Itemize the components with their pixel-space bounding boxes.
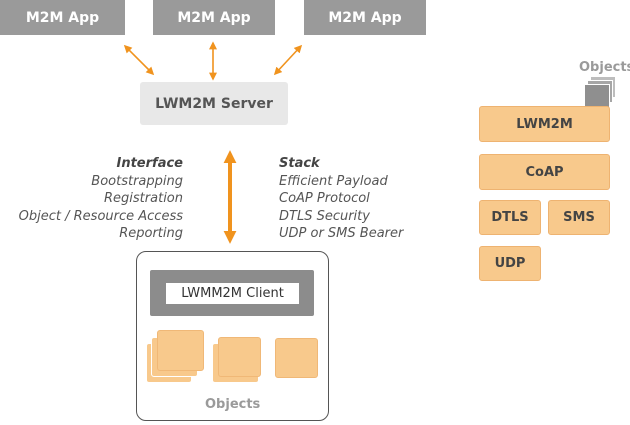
- interface-item: Registration: [104, 191, 183, 206]
- object-tile: [275, 338, 318, 378]
- stack-layer-lwm2m: LWM2M: [479, 106, 610, 142]
- object-tile: [157, 330, 204, 371]
- m2m-app-box-3: M2M App: [304, 0, 426, 35]
- gray-object-tile: [584, 84, 610, 108]
- stack-title: Stack: [279, 156, 320, 171]
- lwm2m-server-box: LWM2M Server: [140, 82, 288, 125]
- stack-layer-dtls: DTLS: [479, 200, 541, 235]
- stack-item: Efficient Payload: [279, 173, 388, 189]
- arrow-app3-server: [273, 44, 303, 76]
- client-objects-label: Objects: [205, 397, 261, 412]
- stack-item: UDP or SMS Bearer: [279, 226, 404, 241]
- stack-layer-coap: CoAP: [479, 154, 610, 190]
- lwm2m-client-label: LWMM2M Client: [166, 283, 299, 304]
- arrow-app1-server: [123, 44, 155, 76]
- stack-layer-sms: SMS: [548, 200, 610, 235]
- stack-objects-label: Objects: [579, 60, 630, 75]
- client-device-frame: [136, 251, 329, 421]
- stack-item: DTLS Security: [279, 208, 370, 224]
- object-tile: [218, 337, 261, 377]
- interface-item: Bootstrapping: [91, 173, 183, 189]
- interface-column: Interface Bootstrapping Registration Obj…: [19, 155, 183, 243]
- interface-item: Reporting: [119, 226, 183, 241]
- stack-column: Stack Efficient Payload CoAP Protocol DT…: [279, 155, 403, 243]
- interface-item: Object / Resource Access: [18, 208, 183, 224]
- stack-layer-udp: UDP: [479, 246, 541, 281]
- interface-title: Interface: [116, 156, 184, 171]
- m2m-app-box-1: M2M App: [0, 0, 125, 35]
- m2m-app-box-2: M2M App: [153, 0, 275, 35]
- stack-item: CoAP Protocol: [279, 191, 370, 206]
